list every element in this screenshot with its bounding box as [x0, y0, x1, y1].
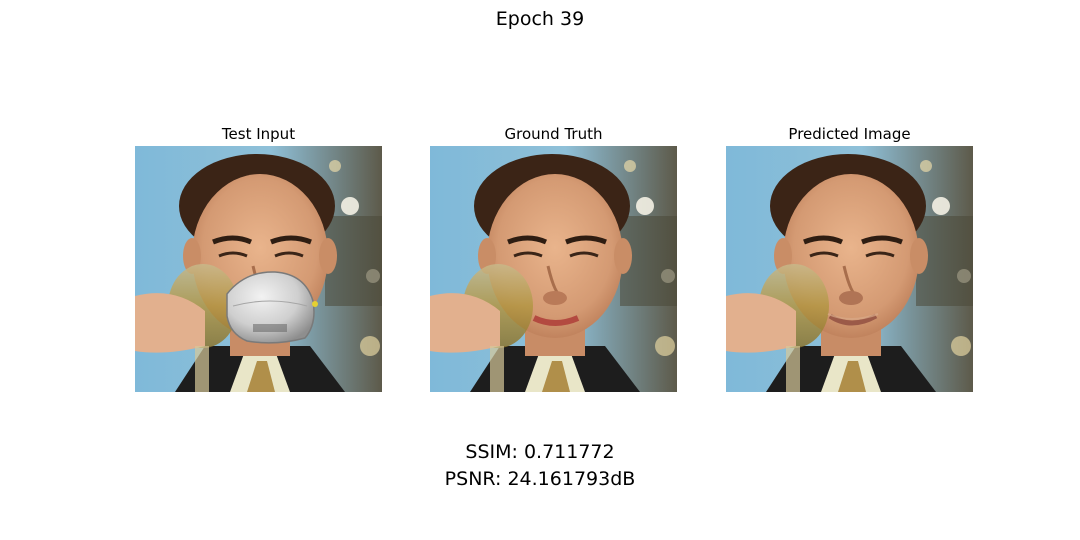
psnr-metric: PSNR: 24.161793dB: [444, 468, 636, 490]
predicted-image: [726, 146, 973, 392]
panel-predicted-image: Predicted Image: [726, 124, 973, 144]
ssim-metric: SSIM: 0.711772: [465, 441, 615, 463]
panel-test-input: Test Input: [135, 124, 382, 144]
panel-title: Ground Truth: [504, 125, 603, 143]
test-input-image: [135, 146, 382, 392]
panel-title: Test Input: [221, 125, 296, 143]
panel-title: Predicted Image: [788, 125, 911, 143]
ground-truth-image: [430, 146, 677, 392]
figure-title: Epoch 39: [495, 8, 585, 30]
panel-ground-truth: Ground Truth: [430, 124, 677, 144]
